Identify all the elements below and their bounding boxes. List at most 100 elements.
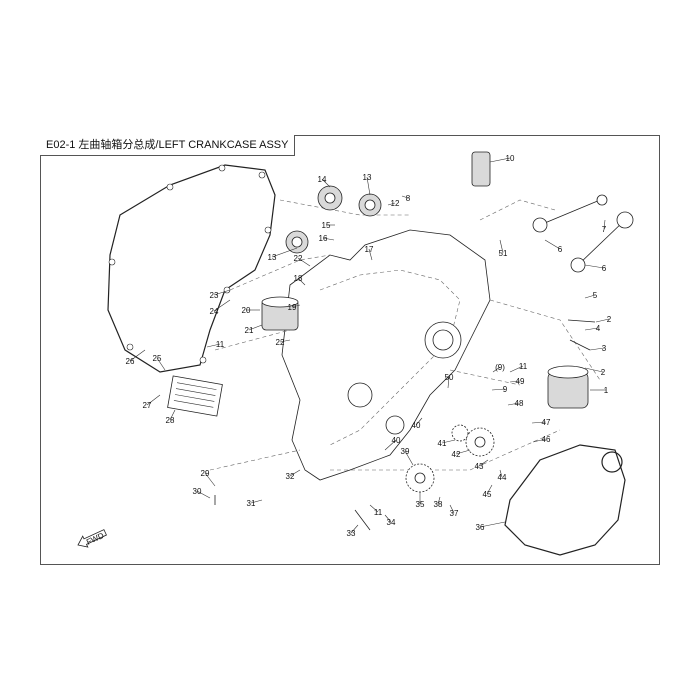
crankcase-body xyxy=(281,229,491,481)
oil-filter-1-top xyxy=(547,365,589,379)
callout-leader xyxy=(491,388,506,391)
bearing-13-lower xyxy=(285,230,309,254)
sleeve-21-top xyxy=(261,296,299,308)
fwd-arrow xyxy=(77,529,107,548)
callout-leader xyxy=(532,438,547,443)
callout-label: 11 xyxy=(519,362,528,371)
callout-label: 4 xyxy=(596,324,601,333)
callout-label: 21 xyxy=(245,326,254,335)
callout-label: 27 xyxy=(143,401,152,410)
callout-leader xyxy=(455,449,471,455)
callout-label: 46 xyxy=(542,435,551,444)
callout-label: 35 xyxy=(416,500,425,509)
callout-leader xyxy=(401,195,409,199)
callout-label: 39 xyxy=(401,447,410,456)
callout-label: 3 xyxy=(602,344,607,353)
callout-label: 13 xyxy=(363,173,372,182)
callout-leader xyxy=(507,402,520,406)
bearing-13-upper xyxy=(358,193,382,217)
callout-label: 2 xyxy=(607,315,612,324)
callout-leader xyxy=(544,239,561,250)
callout-label: 14 xyxy=(318,175,327,184)
callout-leader xyxy=(322,237,335,241)
callout-leader xyxy=(584,367,604,373)
left-gasket-bolt-holes xyxy=(108,164,272,364)
callout-label: 38 xyxy=(434,500,443,509)
callout-leader xyxy=(486,484,493,495)
callout-label: 9 xyxy=(503,385,508,394)
callout-leader xyxy=(321,178,331,188)
callout-leader xyxy=(384,514,392,523)
callout-leader xyxy=(584,264,605,269)
callout-leaders xyxy=(129,157,610,534)
callout-leader xyxy=(369,504,379,513)
callout-label: 26 xyxy=(126,357,135,366)
callout-label: 24 xyxy=(210,307,219,316)
callout-leader xyxy=(437,496,441,505)
callout-leader xyxy=(595,318,610,323)
callout-label: 17 xyxy=(365,245,374,254)
callout-label: 18 xyxy=(294,274,303,283)
assembly-leader-lines xyxy=(209,199,601,471)
callout-leader xyxy=(404,450,414,466)
oil-strainer-mesh xyxy=(173,382,217,408)
callout-leader xyxy=(213,299,231,312)
callout-label: 11 xyxy=(374,508,383,517)
callout-label: 19 xyxy=(288,303,297,312)
callout-leader xyxy=(492,366,501,373)
callout-label: 34 xyxy=(387,518,396,527)
callout-leader xyxy=(584,327,599,331)
callout-label: 12 xyxy=(391,199,400,208)
diagram-title: E02-1 左曲轴箱分总成/LEFT CRANKCASE ASSY xyxy=(40,135,296,156)
crankcase-bearing-bore-inner xyxy=(432,329,454,351)
callout-leader xyxy=(478,459,489,467)
gear-35 xyxy=(405,463,435,493)
callout-leader xyxy=(531,421,547,424)
callout-label: 45 xyxy=(483,490,492,499)
callout-leader xyxy=(289,469,301,477)
callout-label: 2 xyxy=(601,368,606,377)
crankcase-boss xyxy=(347,382,373,408)
callout-leader xyxy=(271,247,298,258)
callout-label: 33 xyxy=(347,529,356,538)
callout-label: 20 xyxy=(242,306,251,315)
callout-leader xyxy=(447,376,450,389)
callout-label: 25 xyxy=(153,354,162,363)
callout-label: 5 xyxy=(593,291,598,300)
callout-label: 36 xyxy=(476,523,485,532)
connecting-rod-6-upper xyxy=(532,194,608,233)
callout-label: 40 xyxy=(412,421,421,430)
callout-label: 43 xyxy=(475,462,484,471)
callout-label: 51 xyxy=(499,249,508,258)
callout-label: 16 xyxy=(319,234,328,243)
crankcase-boss-lower xyxy=(385,415,405,435)
callout-label: 15 xyxy=(322,221,331,230)
callout-label: 10 xyxy=(506,154,515,163)
callout-leader xyxy=(297,277,306,286)
callout-leader xyxy=(156,357,166,371)
callout-label: 32 xyxy=(286,472,295,481)
callout-label: 22 xyxy=(276,338,285,347)
callout-leader xyxy=(449,504,455,514)
callout-leader xyxy=(213,289,231,296)
callout-numbers: 12234566789(9)10111111121313141516171819… xyxy=(126,154,612,538)
callout-label: 23 xyxy=(210,291,219,300)
bolt-3 xyxy=(569,339,591,351)
callout-label: 1 xyxy=(604,386,609,395)
pump-10 xyxy=(471,151,491,187)
callout-leader xyxy=(441,439,456,444)
callout-leader xyxy=(489,157,511,163)
callout-leader xyxy=(206,343,221,348)
callout-label: 44 xyxy=(498,473,507,482)
callout-leader xyxy=(384,439,397,451)
fwd-label: FWD xyxy=(85,531,106,547)
callout-label: 41 xyxy=(438,439,447,448)
right-gasket-opening xyxy=(601,451,623,473)
callout-leader xyxy=(279,339,291,343)
bearing-14 xyxy=(317,185,343,211)
callout-leader xyxy=(291,304,301,308)
callout-label: 7 xyxy=(602,225,607,234)
callout-label: 40 xyxy=(392,436,401,445)
callout-label: 37 xyxy=(450,509,459,518)
callout-leader xyxy=(603,219,606,230)
